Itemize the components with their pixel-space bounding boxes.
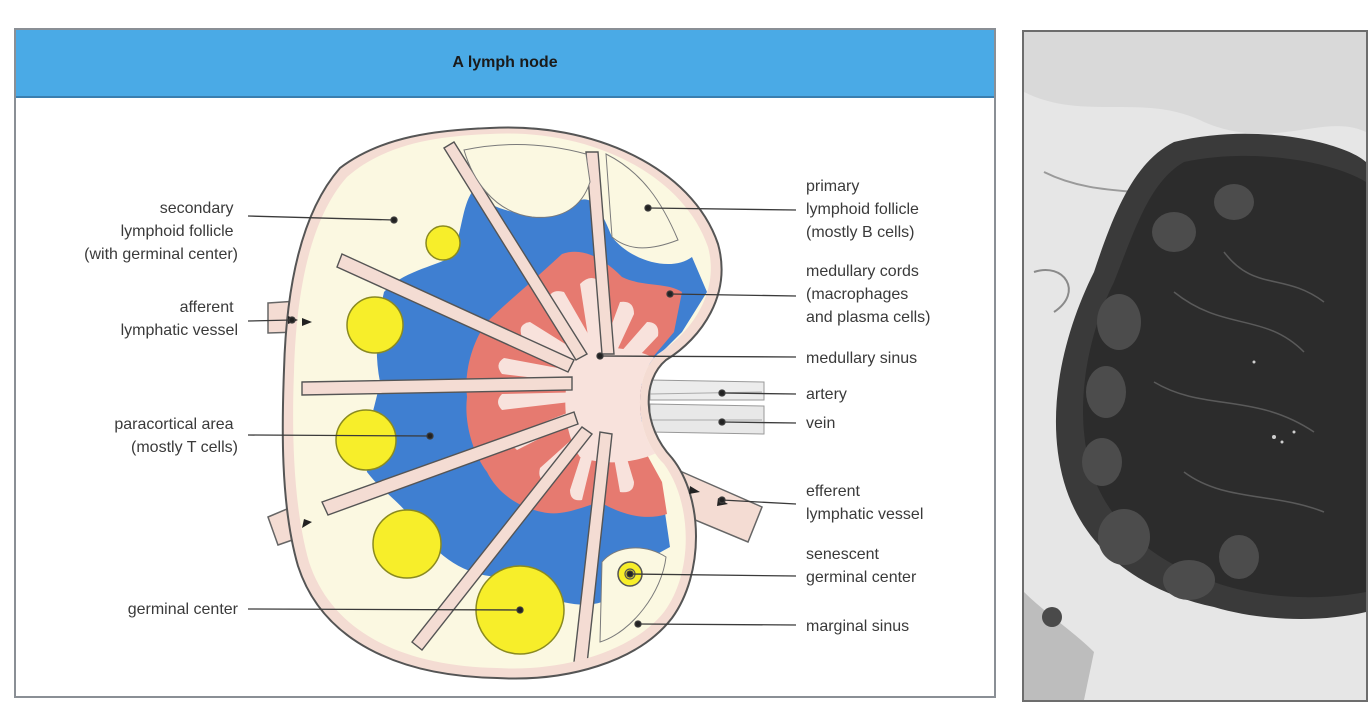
diagram-panel: A lymph node <box>14 28 996 698</box>
label-paracortical-area: paracortical area (mostly T cells) <box>114 416 238 456</box>
label-germinal-center: germinal center <box>128 601 239 618</box>
label-marginal-sinus: marginal sinus <box>806 618 909 635</box>
label-medullary-cords: medullary cords (macrophages and plasma … <box>806 263 931 326</box>
label-efferent-vessel: efferent lymphatic vessel <box>806 483 923 523</box>
label-vein: vein <box>806 415 835 432</box>
micrograph-image <box>1024 32 1366 700</box>
label-secondary-follicle: secondary lymphoid follicle (with germin… <box>84 200 238 263</box>
label-artery: artery <box>806 386 847 403</box>
label-medullary-sinus: medullary sinus <box>806 350 917 367</box>
label-primary-follicle: primary lymphoid follicle (mostly B cell… <box>806 178 923 241</box>
micrograph-photo <box>1022 30 1368 702</box>
label-afferent-vessel: afferent lymphatic vessel <box>121 299 238 339</box>
lymph-node-diagram: secondary lymphoid follicle (with germin… <box>16 30 994 696</box>
blood-vessels <box>650 380 764 434</box>
label-senescent-germinal-center: senescent germinal center <box>806 546 917 586</box>
